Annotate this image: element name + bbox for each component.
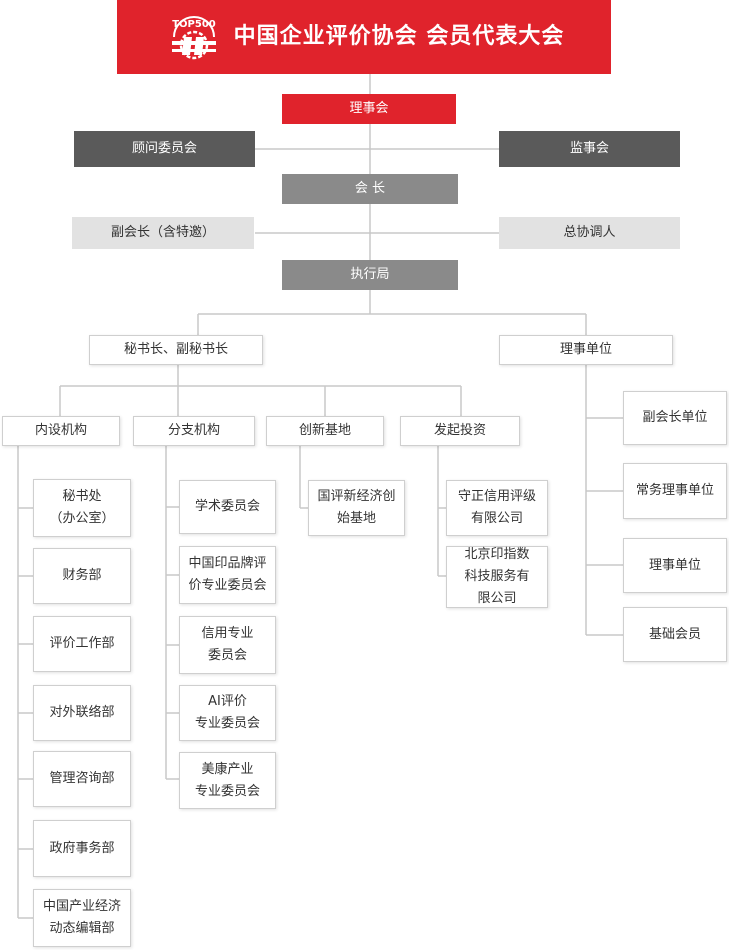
node-advisory-committee: 顾问委员会 [74, 131, 255, 167]
top500-logo-icon: TOP500 [171, 16, 216, 60]
node-management-consulting: 管理咨询部 [33, 751, 131, 807]
node-president: 会 长 [282, 174, 458, 204]
node-standing-council-units: 常务理事单位 [623, 463, 727, 519]
node-academic-committee: 学术委员会 [179, 480, 276, 534]
node-basic-members: 基础会员 [623, 607, 727, 662]
node-editorial-department: 中国产业经济 动态编辑部 [33, 889, 131, 947]
node-credit-committee: 信用专业 委员会 [179, 616, 276, 674]
page-title: 中国企业评价协会 会员代表大会 [233, 24, 565, 49]
node-ai-committee: AI评价 专业委员会 [179, 685, 276, 741]
assembly-header: TOP500 中国企业评价协会 会员代表大会 [117, 0, 611, 74]
node-supervisory-board: 监事会 [499, 131, 680, 167]
node-secretariat: 秘书处 （办公室） [33, 479, 131, 537]
logo-text: TOP500 [172, 19, 216, 30]
node-council-member-units: 理事单位 [623, 538, 727, 593]
node-external-liaison: 对外联络部 [33, 685, 131, 741]
node-executive-bureau: 执行局 [282, 260, 458, 290]
node-investments: 发起投资 [400, 416, 520, 446]
node-branches: 分支机构 [133, 416, 255, 446]
node-innovation-base: 创新基地 [266, 416, 384, 446]
node-new-economy-base: 国评新经济创 始基地 [308, 480, 405, 536]
node-finance: 财务部 [33, 548, 131, 604]
node-internal-departments: 内设机构 [2, 416, 120, 446]
node-vice-president-units: 副会长单位 [623, 391, 727, 445]
node-evaluation: 评价工作部 [33, 616, 131, 672]
node-vice-president: 副会长（含特邀） [72, 217, 254, 249]
node-government-affairs: 政府事务部 [33, 820, 131, 877]
node-brand-committee: 中国印品牌评 价专业委员会 [179, 546, 276, 604]
node-credit-rating-company: 守正信用评级 有限公司 [446, 480, 548, 536]
node-council-units: 理事单位 [499, 335, 673, 365]
node-meikang-committee: 美康产业 专业委员会 [179, 752, 276, 809]
node-secretary-general: 秘书长、副秘书长 [89, 335, 263, 365]
node-council: 理事会 [282, 94, 456, 124]
node-index-tech-company: 北京印指数 科技服务有 限公司 [446, 546, 548, 608]
node-general-coordinator: 总协调人 [499, 217, 680, 249]
